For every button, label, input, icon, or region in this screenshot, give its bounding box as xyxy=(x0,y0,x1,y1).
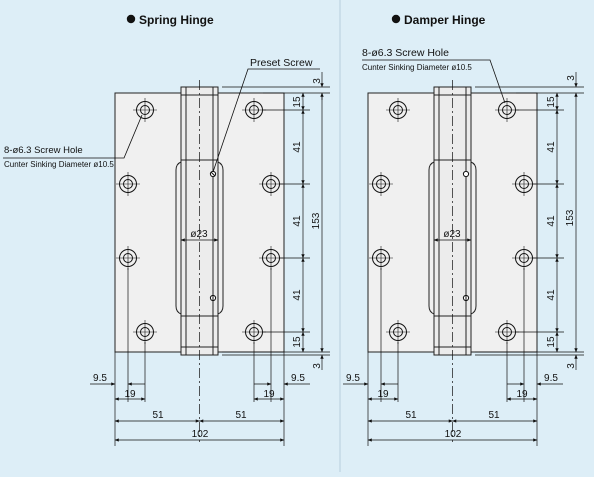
dim-pitch-3: 41 xyxy=(546,289,557,301)
screw-hole-icon xyxy=(369,172,393,196)
dim-left-hole: 19 xyxy=(377,389,389,400)
dim-bottom-gap: 3 xyxy=(566,363,577,369)
damper-screw-holes xyxy=(369,98,536,344)
spring-preset-screw xyxy=(209,170,217,302)
screw-hole-icon xyxy=(242,98,266,122)
spring-sink-label: Cunter Sinking Diameter ø10.5 xyxy=(4,160,114,169)
spring-title: Spring Hinge xyxy=(139,13,214,27)
screw-hole-icon xyxy=(512,172,536,196)
dim-left-edge: 9.5 xyxy=(346,373,360,384)
dim-hole-bottom: 15 xyxy=(292,336,303,348)
screw-hole-icon xyxy=(386,320,410,344)
dim-bottom-gap: 3 xyxy=(312,363,323,369)
spring-horizontal-dims xyxy=(90,268,310,446)
spring-vertical-dim-labels: 3 15 41 41 41 15 153 3 xyxy=(292,78,323,369)
dim-left-hole: 19 xyxy=(124,389,136,400)
dim-hole-top: 15 xyxy=(546,96,557,108)
dim-pitch-3: 41 xyxy=(292,289,303,301)
spring-barrel-dia: ø23 xyxy=(190,229,208,240)
dim-pitch-1: 41 xyxy=(546,141,557,153)
dim-left-half: 51 xyxy=(152,410,164,421)
dim-pitch-2: 41 xyxy=(546,215,557,227)
dim-right-edge: 9.5 xyxy=(291,373,305,384)
damper-hole-label: 8-ø6.3 Screw Hole xyxy=(362,47,449,59)
damper-adjust-screw xyxy=(462,170,470,302)
spring-hinge-drawing: Spring Hinge xyxy=(3,13,330,446)
dim-top-gap: 3 xyxy=(312,78,323,84)
screw-hole-icon xyxy=(386,98,410,122)
spring-leaders xyxy=(3,68,320,173)
damper-title: Damper Hinge xyxy=(404,13,486,27)
damper-sink-label: Cunter Sinking Diameter ø10.5 xyxy=(362,63,472,72)
spring-screw-holes xyxy=(116,98,283,344)
screw-hole-icon xyxy=(116,172,140,196)
damper-horizontal-dim-labels: 9.5 9.5 19 19 51 51 102 xyxy=(346,373,558,440)
title-bullet-icon xyxy=(126,14,136,24)
dim-pitch-1: 41 xyxy=(292,141,303,153)
dim-right-hole: 19 xyxy=(516,389,528,400)
spring-plate-left xyxy=(114,92,182,353)
spring-hole-label: 8-ø6.3 Screw Hole xyxy=(4,145,83,156)
screw-hole-icon xyxy=(259,172,283,196)
damper-leaders xyxy=(362,59,506,104)
screw-hole-icon xyxy=(495,98,519,122)
dim-left-half: 51 xyxy=(405,410,417,421)
dim-right-edge: 9.5 xyxy=(544,373,558,384)
dim-pitch-2: 41 xyxy=(292,215,303,227)
dim-width-total: 102 xyxy=(445,429,462,440)
screw-hole-icon xyxy=(133,98,157,122)
damper-plate-right xyxy=(470,92,538,353)
screw-hole-icon xyxy=(495,320,519,344)
screw-hole-icon xyxy=(116,246,140,270)
screw-hole-icon xyxy=(369,246,393,270)
screw-hole-icon xyxy=(242,320,266,344)
dim-top-gap: 3 xyxy=(566,75,577,81)
screw-hole-icon xyxy=(133,320,157,344)
dim-hole-top: 15 xyxy=(292,96,303,108)
screw-hole-icon xyxy=(512,246,536,270)
damper-plate-left xyxy=(367,92,435,353)
dim-hole-bottom: 15 xyxy=(546,336,557,348)
spring-vertical-dims xyxy=(222,72,330,370)
damper-horizontal-dims xyxy=(343,268,563,446)
dim-height-total: 153 xyxy=(565,209,576,226)
spring-horizontal-dim-labels: 9.5 9.5 19 19 51 51 102 xyxy=(93,373,305,440)
damper-vertical-dim-labels: 3 15 41 41 41 15 153 3 xyxy=(546,75,577,369)
dim-width-total: 102 xyxy=(192,429,209,440)
spring-preset-label: Preset Screw xyxy=(250,57,313,69)
dim-right-half: 51 xyxy=(488,410,500,421)
dim-right-hole: 19 xyxy=(263,389,275,400)
damper-hinge-drawing: Damper Hinge xyxy=(343,13,584,446)
screw-hole-icon xyxy=(259,246,283,270)
dim-height-total: 153 xyxy=(311,212,322,229)
title-bullet-icon xyxy=(391,14,401,24)
damper-barrel-dia: ø23 xyxy=(443,229,461,240)
spring-plate-right xyxy=(217,92,285,353)
dim-right-half: 51 xyxy=(235,410,247,421)
dim-left-edge: 9.5 xyxy=(93,373,107,384)
